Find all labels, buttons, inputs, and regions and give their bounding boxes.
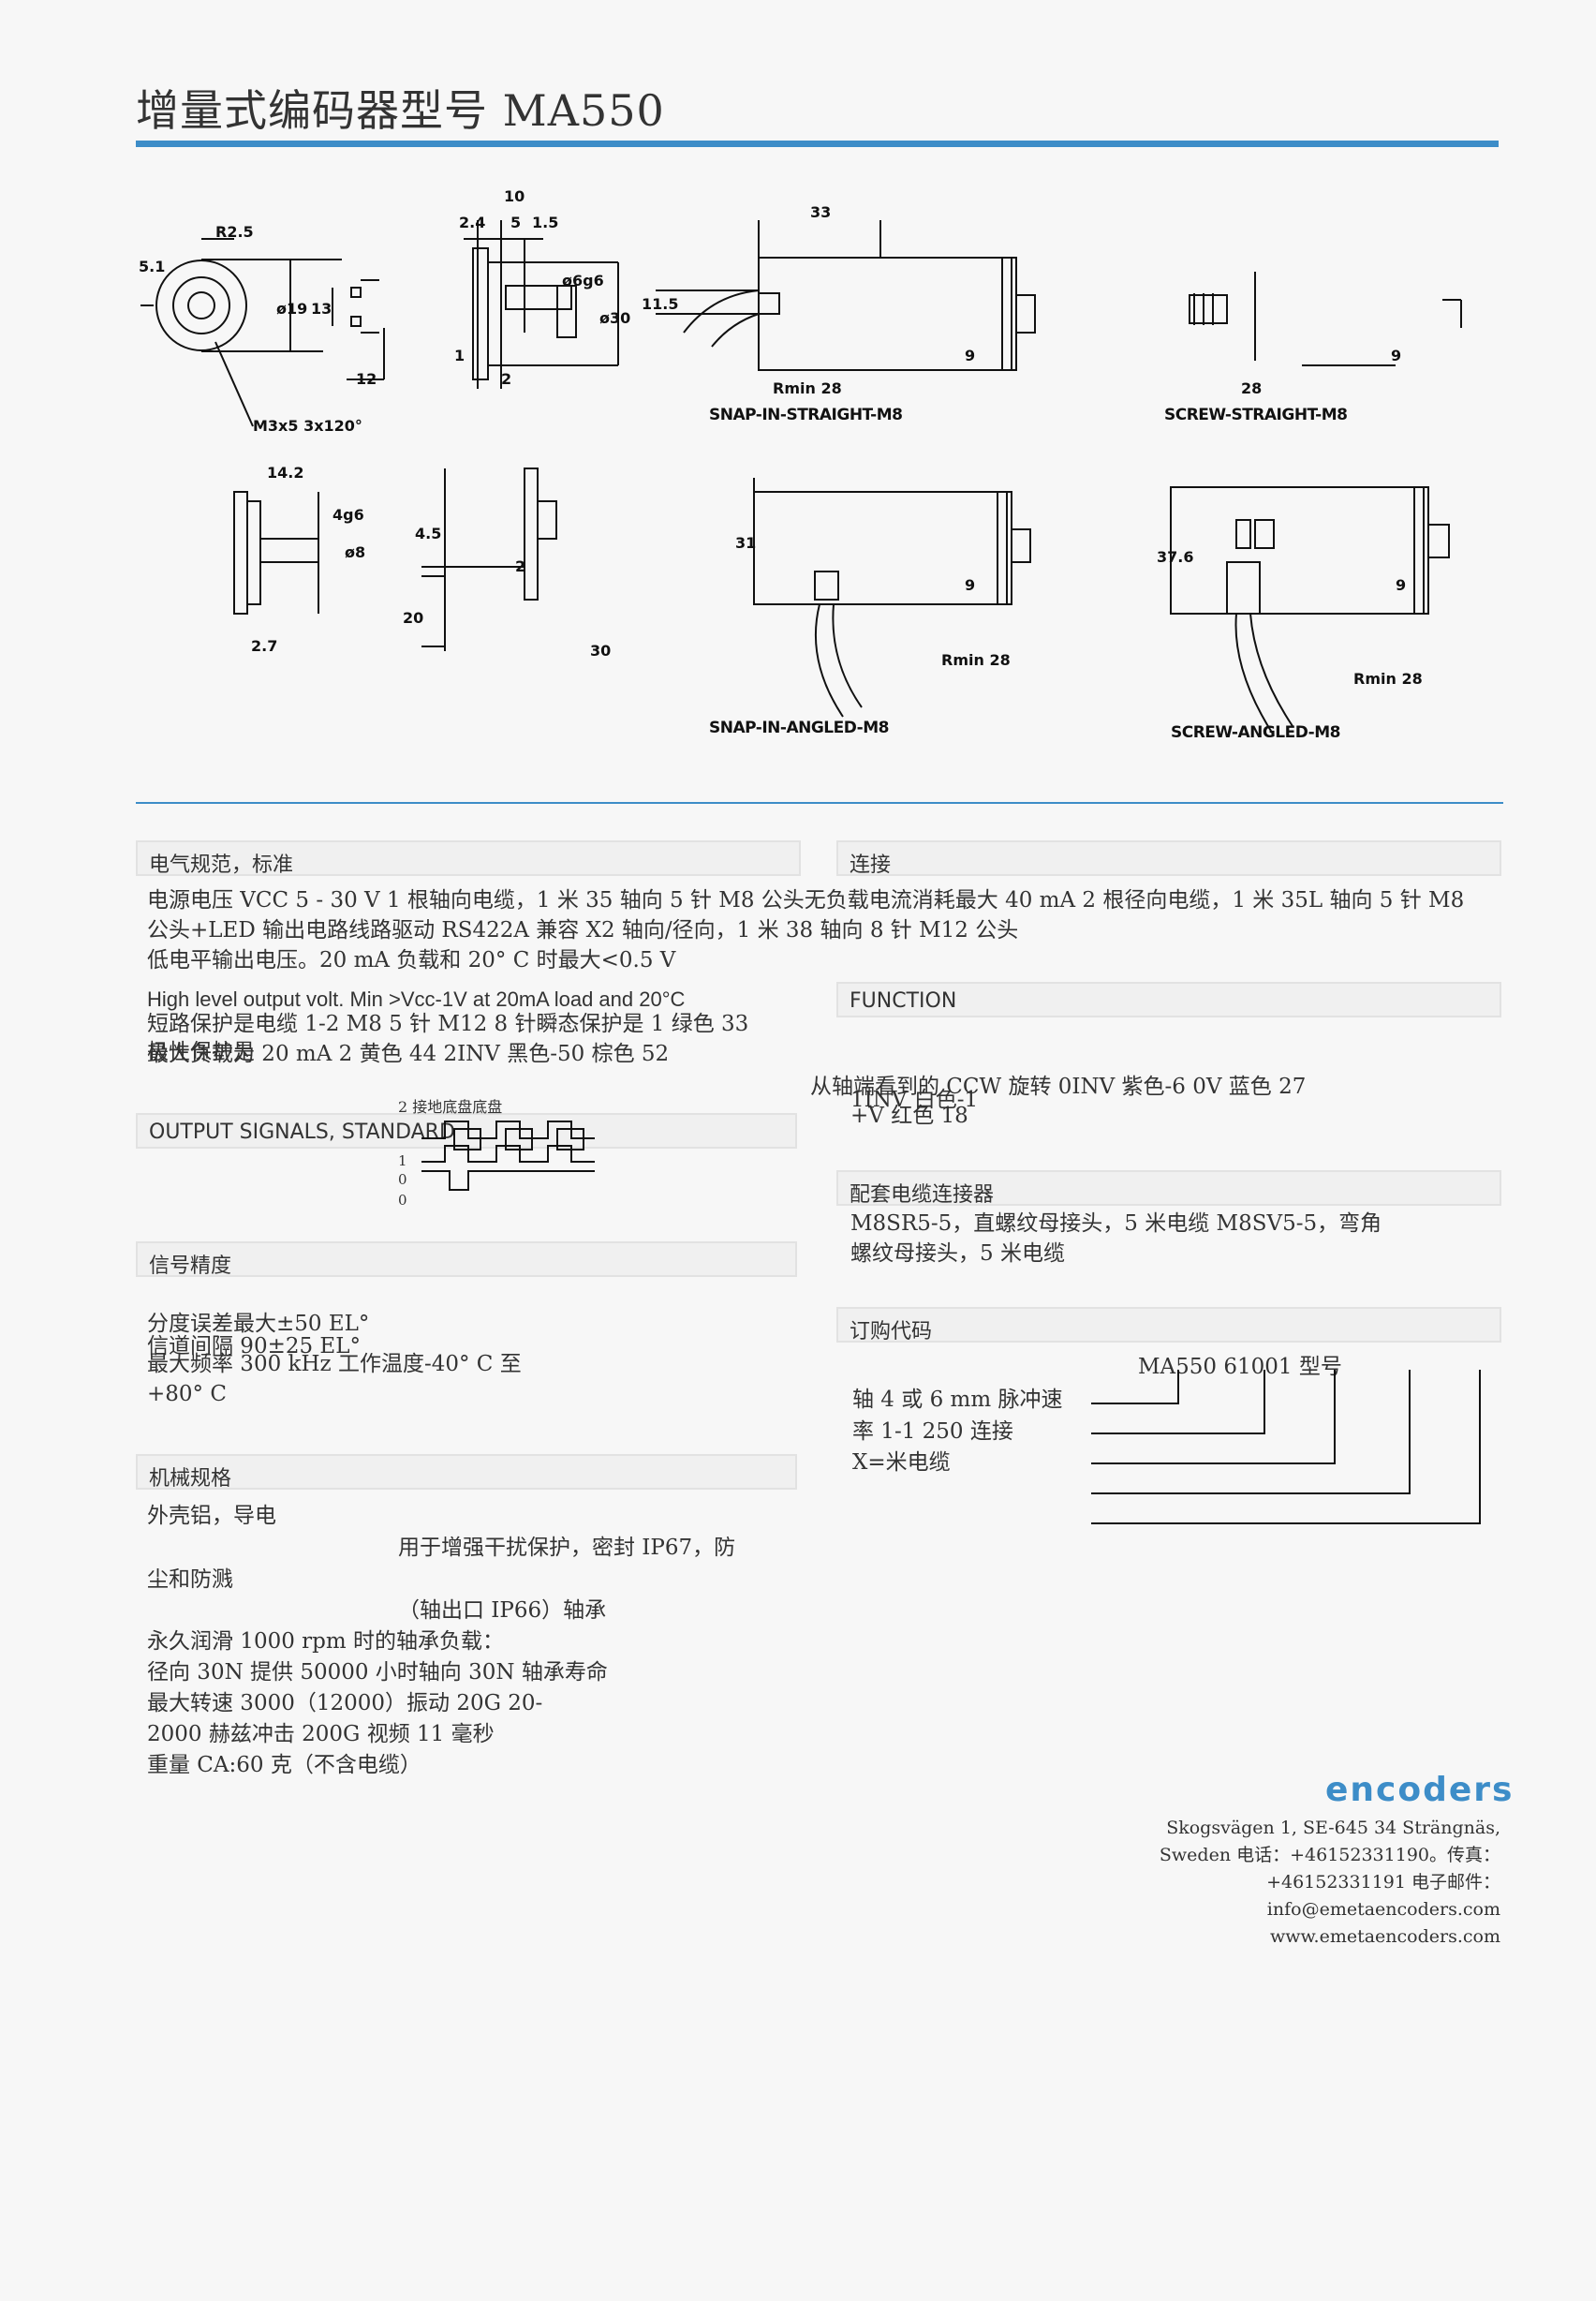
dim-1-5: 1.5 (532, 214, 558, 231)
mech-line-3: 尘和防溅 (147, 1567, 233, 1592)
accuracy-line-2: 最大频率 300 kHz 工作温度-40° C 至 (147, 1352, 522, 1376)
dim-2-7: 2.7 (251, 637, 277, 655)
order-code-diagram (1091, 1370, 1481, 1524)
section-header-mechanical: 机械规格 (136, 1454, 797, 1491)
section-header-output: OUTPUT SIGNALS, STANDARD (136, 1113, 797, 1149)
dim-d19: ø19 (276, 300, 307, 318)
website-link[interactable]: www.emetaencoders.com (1270, 1926, 1500, 1947)
wave-tick-1: 1 (398, 1152, 407, 1169)
dim-9-a: 9 (965, 347, 975, 364)
brand-logo: encoders (1325, 1771, 1515, 1809)
dim-33: 33 (810, 203, 831, 221)
section-header-connection: 连接 (836, 840, 1501, 877)
order-line-1: 轴 4 或 6 mm 脉冲速 (852, 1388, 1063, 1412)
mech-line-7: 最大转速 3000（12000）振动 20G 20- (147, 1691, 543, 1715)
accuracy-line-1b: 信道间隔 90±25 EL° (147, 1334, 361, 1358)
electrical-line-6: 最大负载为 20 mA 2 黄色 44 2INV 黑色-50 棕色 52 (147, 1042, 670, 1066)
mech-line-4: （轴出口 IP66）轴承 (398, 1598, 607, 1623)
dim-d8: ø8 (345, 543, 365, 561)
dim-4-5: 4.5 (415, 525, 441, 542)
electrical-line-1: 电源电压 VCC 5 - 30 V 1 根轴向电缆，1 米 35 轴向 5 针 … (147, 888, 1465, 913)
dim-14-2: 14.2 (267, 464, 303, 482)
electrical-line-6-overlay: 极性保护是 (147, 1040, 255, 1064)
dim-rmin-a: Rmin 28 (773, 379, 842, 397)
section-header-accuracy: 信号精度 (136, 1241, 797, 1278)
electrical-line-2: 公头+LED 输出电路线路驱动 RS422A 兼容 X2 轴向/径向，1 米 3… (147, 918, 1019, 943)
function-line-2: 1INV 白色-1 (850, 1088, 979, 1112)
caption-snap-in-angled: SNAP-IN-ANGLED-M8 (709, 719, 889, 737)
email-link[interactable]: info@emetaencoders.com (1266, 1899, 1500, 1920)
dim-4g6: 4g6 (332, 506, 364, 524)
address-line-1: Skogsvägen 1, SE-645 34 Strängnäs, (1166, 1818, 1500, 1838)
dim-37-6: 37.6 (1157, 548, 1193, 566)
dim-12: 12 (356, 370, 377, 388)
dim-2: 2 (501, 370, 511, 388)
dim-d30: ø30 (599, 309, 630, 327)
dim-r2-5: R2.5 (215, 223, 254, 241)
dim-13: 13 (311, 300, 332, 318)
page-title: 增量式编码器型号 MA550 (136, 85, 665, 136)
mech-line-2: 用于增强干扰保护，密封 IP67，防 (398, 1536, 736, 1560)
dim-20: 20 (403, 609, 423, 627)
caption-screw-straight: SCREW-STRAIGHT-M8 (1164, 406, 1347, 424)
mech-line-8: 2000 赫兹冲击 200G 视频 11 毫秒 (147, 1722, 495, 1746)
dim-6g6: ø6g6 (562, 272, 604, 289)
electrical-line-5: 短路保护是电缆 1-2 M8 5 针 M12 8 针瞬态保护是 1 绿色 33 (147, 1012, 749, 1036)
order-line-3: X=米电缆 (852, 1450, 951, 1475)
accuracy-line-1: 分度误差最大±50 EL° (147, 1312, 370, 1336)
mech-line-5: 永久润滑 1000 rpm 时的轴承负载： (147, 1629, 504, 1654)
wave-label: 2 接地底盘底盘 (398, 1098, 503, 1116)
dim-9-d: 9 (1396, 576, 1406, 594)
title-divider (136, 141, 1499, 147)
dim-10: 10 (504, 187, 525, 205)
dim-m3: M3x5 3x120° (253, 417, 362, 435)
dim-30: 30 (590, 642, 611, 660)
section-header-order: 订购代码 (836, 1307, 1501, 1343)
address-line-2: Sweden 电话：+46152331190。传真： (1159, 1845, 1500, 1865)
caption-screw-angled: SCREW-ANGLED-M8 (1171, 723, 1340, 742)
technical-drawing: 5.1 R2.5 ø19 13 12 M3x5 3x120° 10 2.4 5 … (139, 187, 1462, 742)
dim-5-1: 5.1 (139, 258, 165, 275)
dim-5: 5 (510, 214, 521, 231)
function-line-3: +V 红色 18 (850, 1104, 968, 1128)
dim-31: 31 (735, 534, 756, 552)
section-divider (136, 802, 1503, 804)
electrical-line-3: 低电平输出电压。20 mA 负载和 20° C 时最大<0.5 V (147, 948, 676, 972)
output-waveform (421, 1121, 595, 1191)
cable-line-2: 螺纹母接头，5 米电缆 (850, 1241, 1065, 1266)
wave-tick-0: 0 (398, 1171, 407, 1188)
section-header-function: FUNCTION (836, 982, 1501, 1017)
dim-2-4: 2.4 (459, 214, 485, 231)
dim-9-c: 9 (965, 576, 975, 594)
wave-tick-0b: 0 (398, 1192, 407, 1209)
dim-9-b: 9 (1391, 347, 1401, 364)
section-header-cable: 配套电缆连接器 (836, 1170, 1501, 1207)
mech-line-1: 外壳铝，导电 (147, 1504, 276, 1528)
mech-line-9: 重量 CA:60 克（不含电缆） (147, 1753, 421, 1777)
cable-line-1: M8SR5-5，直螺纹母接头，5 米电缆 M8SV5-5，弯角 (850, 1211, 1382, 1236)
order-code: MA550 61001 型号 (1138, 1355, 1342, 1379)
dim-11-5: 11.5 (642, 295, 678, 313)
order-line-2: 率 1-1 250 连接 (852, 1419, 1013, 1444)
dim-28: 28 (1241, 379, 1262, 397)
electrical-line-4: High level output volt. Min >Vcc-1V at 2… (147, 987, 686, 1011)
section-header-electrical: 电气规范，标准 (136, 840, 801, 877)
mech-line-6: 径向 30N 提供 50000 小时轴向 30N 轴承寿命 (147, 1660, 608, 1685)
caption-snap-in-straight: SNAP-IN-STRAIGHT-M8 (709, 406, 902, 424)
dim-rmin-b: Rmin 28 (941, 651, 1011, 669)
dim-1: 1 (454, 347, 465, 364)
accuracy-line-3: +80° C (147, 1382, 227, 1406)
address-line-3: +46152331191 电子邮件： (1266, 1872, 1500, 1893)
function-line-1: 从轴端看到的 CCW 旋转 0INV 紫色-6 0V 蓝色 27 (810, 1075, 1307, 1099)
dim-2-b: 2 (515, 557, 525, 575)
dim-rmin-c: Rmin 28 (1353, 670, 1423, 688)
